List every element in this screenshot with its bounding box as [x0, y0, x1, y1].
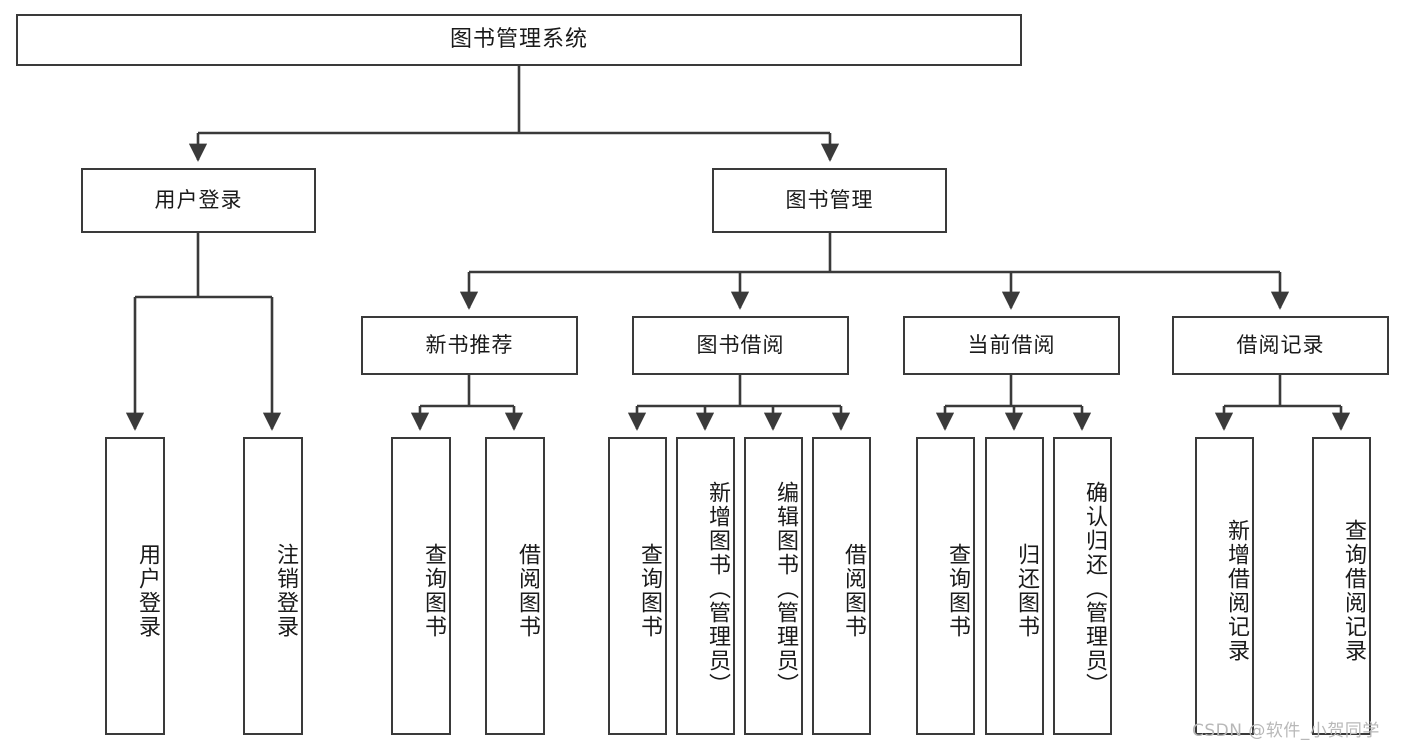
- node-current-borrow[interactable]: 当前借阅: [903, 316, 1120, 375]
- node-book-borrow[interactable]: 图书借阅: [632, 316, 849, 375]
- leaf-current-borrow-return[interactable]: 归还图书: [985, 437, 1044, 735]
- node-borrow-record[interactable]: 借阅记录: [1172, 316, 1389, 375]
- leaf-new-book-query[interactable]: 查询图书: [391, 437, 451, 735]
- leaf-book-borrow-borrow[interactable]: 借阅图书: [812, 437, 871, 735]
- node-root-system[interactable]: 图书管理系统: [16, 14, 1022, 66]
- leaf-borrow-record-add[interactable]: 新增借阅记录: [1195, 437, 1254, 735]
- leaf-book-borrow-query[interactable]: 查询图书: [608, 437, 667, 735]
- leaf-current-borrow-confirm-return[interactable]: 确认归还（管理员）: [1053, 437, 1112, 735]
- leaf-new-book-borrow[interactable]: 借阅图书: [485, 437, 545, 735]
- node-book-manage[interactable]: 图书管理: [712, 168, 947, 233]
- node-new-book-recommend[interactable]: 新书推荐: [361, 316, 578, 375]
- leaf-borrow-record-query[interactable]: 查询借阅记录: [1312, 437, 1371, 735]
- leaf-user-login-logout[interactable]: 注销登录: [243, 437, 303, 735]
- leaf-current-borrow-query[interactable]: 查询图书: [916, 437, 975, 735]
- leaf-book-borrow-edit[interactable]: 编辑图书（管理员）: [744, 437, 803, 735]
- leaf-user-login-login[interactable]: 用户登录: [105, 437, 165, 735]
- node-user-login[interactable]: 用户登录: [81, 168, 316, 233]
- watermark: CSDN @软件_小贺同学: [1192, 721, 1380, 741]
- leaf-book-borrow-add[interactable]: 新增图书（管理员）: [676, 437, 735, 735]
